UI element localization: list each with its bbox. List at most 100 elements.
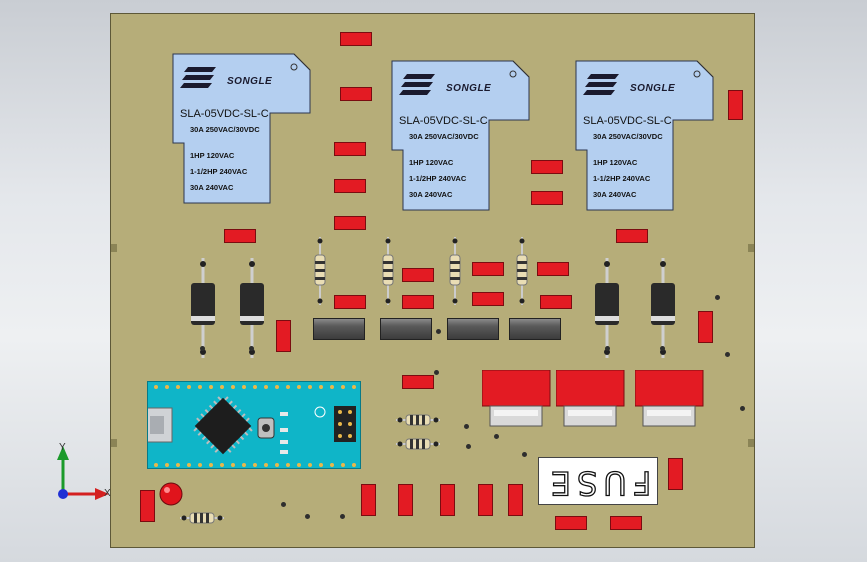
- songle-logo-icon: [583, 74, 619, 95]
- relay-brand: SONGLE: [227, 76, 273, 87]
- red-led[interactable]: [156, 482, 186, 508]
- via: [281, 502, 286, 507]
- resistor[interactable]: [396, 413, 440, 427]
- relay-brand: SONGLE: [630, 83, 676, 94]
- via: [715, 295, 720, 300]
- component-block[interactable]: [380, 318, 432, 340]
- via: [660, 346, 665, 351]
- y-axis-label: Y: [59, 442, 66, 453]
- resistor[interactable]: [448, 237, 462, 305]
- smd-resistor[interactable]: [478, 484, 493, 516]
- smd-resistor[interactable]: [276, 320, 291, 352]
- component-block[interactable]: [509, 318, 561, 340]
- relay-2[interactable]: SONGLE SLA-05VDC-SL-C 30A 250VAC/30VDC 1…: [391, 60, 531, 211]
- smd-resistor[interactable]: [402, 375, 434, 389]
- diode[interactable]: [237, 258, 267, 358]
- smd-resistor[interactable]: [402, 268, 434, 282]
- smd-resistor[interactable]: [140, 490, 155, 522]
- smd-resistor[interactable]: [555, 516, 587, 530]
- smd-resistor[interactable]: [334, 216, 366, 230]
- fuse-holder[interactable]: [556, 370, 626, 430]
- smd-resistor[interactable]: [334, 142, 366, 156]
- via: [305, 514, 310, 519]
- fuse-label: FUSE: [544, 463, 652, 502]
- diode[interactable]: [592, 258, 622, 358]
- smd-resistor[interactable]: [224, 229, 256, 243]
- relay-body: [391, 60, 530, 211]
- board-notch-left-lower: [111, 439, 117, 447]
- smd-resistor[interactable]: [508, 484, 523, 516]
- via: [340, 514, 345, 519]
- smd-resistor[interactable]: [334, 179, 366, 193]
- relay-rating: 1HP 120VAC: [593, 158, 638, 167]
- via: [434, 370, 439, 375]
- resistor[interactable]: [396, 437, 440, 451]
- diode[interactable]: [648, 258, 678, 358]
- board-notch-right: [748, 244, 754, 252]
- via: [725, 352, 730, 357]
- relay-body: [575, 60, 714, 211]
- resistor[interactable]: [180, 511, 224, 525]
- via: [494, 434, 499, 439]
- smd-resistor[interactable]: [334, 295, 366, 309]
- smd-resistor[interactable]: [531, 160, 563, 174]
- via: [605, 346, 610, 351]
- smd-resistor[interactable]: [540, 295, 572, 309]
- relay-3[interactable]: SONGLE SLA-05VDC-SL-C 30A 250VAC/30VDC 1…: [575, 60, 715, 211]
- songle-logo-icon: [180, 67, 216, 88]
- component-block[interactable]: [447, 318, 499, 340]
- relay-rating: 1HP 120VAC: [409, 158, 454, 167]
- via: [740, 406, 745, 411]
- smd-resistor[interactable]: [616, 229, 648, 243]
- diode[interactable]: [188, 258, 218, 358]
- via: [464, 424, 469, 429]
- relay-rating: 1HP 120VAC: [190, 151, 235, 160]
- smd-resistor[interactable]: [668, 458, 683, 490]
- smd-resistor[interactable]: [472, 292, 504, 306]
- board-notch-right-lower: [748, 439, 754, 447]
- via: [249, 346, 254, 351]
- smd-resistor[interactable]: [728, 90, 743, 120]
- relay-brand: SONGLE: [446, 83, 492, 94]
- songle-logo-icon: [399, 74, 435, 95]
- resistor[interactable]: [515, 237, 529, 305]
- relay-model: SLA-05VDC-SL-C: [399, 115, 488, 127]
- smd-resistor[interactable]: [361, 484, 376, 516]
- relay-rating: 30A 240VAC: [593, 190, 637, 199]
- smd-resistor[interactable]: [610, 516, 642, 530]
- smd-resistor[interactable]: [698, 311, 713, 343]
- nano-pcb-artwork: [148, 385, 356, 467]
- smd-resistor[interactable]: [531, 191, 563, 205]
- relay-rating: 1-1/2HP 240VAC: [190, 167, 248, 176]
- axis-triad-icon: [57, 446, 109, 500]
- relay-rating: 1-1/2HP 240VAC: [409, 174, 467, 183]
- fuse-holder[interactable]: [635, 370, 705, 430]
- fuse-label-box: FUSE: [538, 457, 658, 505]
- relay-rating: 30A 250VAC/30VDC: [190, 125, 260, 134]
- smd-resistor[interactable]: [398, 484, 413, 516]
- relay-rating: 30A 240VAC: [190, 183, 234, 192]
- arduino-nano-board[interactable]: [147, 381, 361, 469]
- smd-resistor[interactable]: [472, 262, 504, 276]
- via: [466, 444, 471, 449]
- smd-resistor[interactable]: [537, 262, 569, 276]
- relay-1[interactable]: SONGLE SLA-05VDC-SL-C 30A 250VAC/30VDC 1…: [172, 53, 312, 204]
- board-notch-left: [111, 244, 117, 252]
- relay-rating: 30A 250VAC/30VDC: [593, 132, 663, 141]
- smd-resistor[interactable]: [440, 484, 455, 516]
- relay-body: [172, 53, 311, 204]
- relay-model: SLA-05VDC-SL-C: [583, 115, 672, 127]
- resistor[interactable]: [381, 237, 395, 305]
- relay-rating: 30A 250VAC/30VDC: [409, 132, 479, 141]
- fuse-holder[interactable]: [482, 370, 552, 430]
- via: [522, 452, 527, 457]
- via: [200, 346, 205, 351]
- smd-resistor[interactable]: [402, 295, 434, 309]
- component-block[interactable]: [313, 318, 365, 340]
- smd-resistor[interactable]: [340, 32, 372, 46]
- via: [436, 329, 441, 334]
- x-axis-label: X: [104, 488, 111, 499]
- relay-rating: 1-1/2HP 240VAC: [593, 174, 651, 183]
- resistor[interactable]: [313, 237, 327, 305]
- smd-resistor[interactable]: [340, 87, 372, 101]
